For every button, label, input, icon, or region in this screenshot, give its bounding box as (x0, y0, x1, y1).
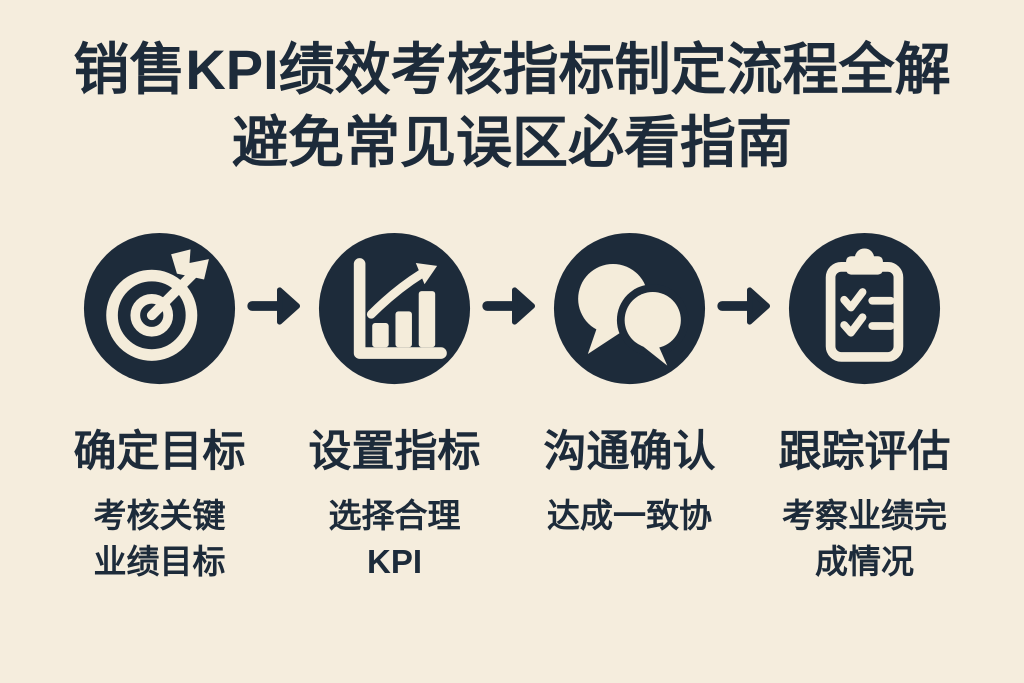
process-flow: 确定目标 设置指标 沟通确认 跟踪评估 考核关键业绩目标 选择合理 KPI 达成一… (74, 226, 951, 587)
step-3-description: 达成一致协 (547, 493, 712, 540)
step-3-icon-badge (552, 231, 707, 386)
step-1-description: 考核关键业绩目标 (94, 493, 226, 587)
step-desc-line: 成情况 (815, 543, 914, 581)
step-3-label: 沟通确认 (543, 427, 716, 476)
step-2-icon-badge (317, 231, 472, 386)
step-2-label: 设置指标 (308, 427, 481, 476)
clipboard-checklist-icon (788, 232, 941, 384)
right-arrow-icon (717, 286, 771, 325)
page-title-line1: 销售KPI绩效考核指标制定流程全解 (73, 38, 951, 101)
right-arrow-icon (247, 286, 301, 325)
step-desc-line: 考察业绩完 (782, 496, 947, 534)
page-title-line2: 避免常见误区必看指南 (232, 110, 792, 174)
target-icon (83, 232, 236, 384)
bar-chart-rising-icon (318, 232, 471, 384)
step-2-description: 选择合理 KPI (329, 493, 461, 587)
chat-bubbles-icon (553, 232, 706, 384)
step-desc-line: KPI (366, 543, 422, 581)
step-1-icon-badge (82, 231, 237, 386)
flow-arrow-2 (481, 283, 543, 334)
step-desc-line: 考核关键 (93, 496, 226, 534)
flow-arrow-3 (716, 283, 778, 334)
step-4-icon-badge (787, 231, 942, 386)
right-arrow-icon (482, 286, 536, 325)
step-desc-line: 业绩目标 (93, 543, 226, 581)
step-1-label: 确定目标 (73, 427, 246, 476)
step-desc-line: 达成一致协 (547, 496, 712, 534)
step-4-label: 跟踪评估 (778, 427, 951, 476)
step-4-description: 考察业绩完成情况 (782, 493, 947, 587)
page-title: 销售KPI绩效考核指标制定流程全解 避免常见误区必看指南 (0, 0, 1024, 180)
flow-arrow-1 (246, 283, 308, 334)
step-desc-line: 选择合理 (328, 496, 461, 534)
